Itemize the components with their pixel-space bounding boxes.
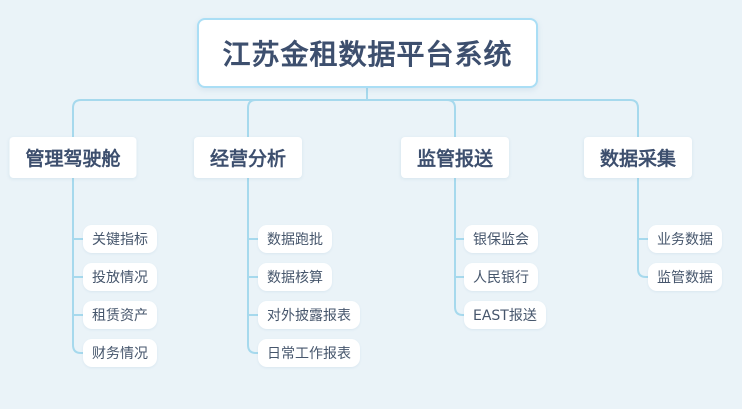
branch-node-regulatory-reporting[interactable]: 监管报送 [400, 137, 510, 178]
child-node-leasing-assets[interactable]: 租赁资产 [83, 301, 157, 329]
branch-node-management-cockpit[interactable]: 管理驾驶舱 [9, 137, 137, 178]
child-node-data-accounting[interactable]: 数据核算 [258, 263, 332, 291]
child-node-regulatory-data[interactable]: 监管数据 [648, 263, 722, 291]
child-node-daily-work-reports[interactable]: 日常工作报表 [258, 339, 360, 367]
child-node-pboc[interactable]: 人民银行 [464, 263, 538, 291]
child-node-data-batch[interactable]: 数据跑批 [258, 225, 332, 253]
root-node-title[interactable]: 江苏金租数据平台系统 [197, 18, 538, 88]
child-node-cbirc[interactable]: 银保监会 [464, 225, 538, 253]
child-node-business-data[interactable]: 业务数据 [648, 225, 722, 253]
child-node-east-reporting[interactable]: EAST报送 [464, 301, 546, 329]
branch-node-data-collection[interactable]: 数据采集 [583, 137, 693, 178]
child-node-investment-status[interactable]: 投放情况 [83, 263, 157, 291]
child-node-key-indicators[interactable]: 关键指标 [83, 225, 157, 253]
child-node-financial-status[interactable]: 财务情况 [83, 339, 157, 367]
branch-node-business-analysis[interactable]: 经营分析 [193, 137, 303, 178]
child-node-external-disclosure-reports[interactable]: 对外披露报表 [258, 301, 360, 329]
